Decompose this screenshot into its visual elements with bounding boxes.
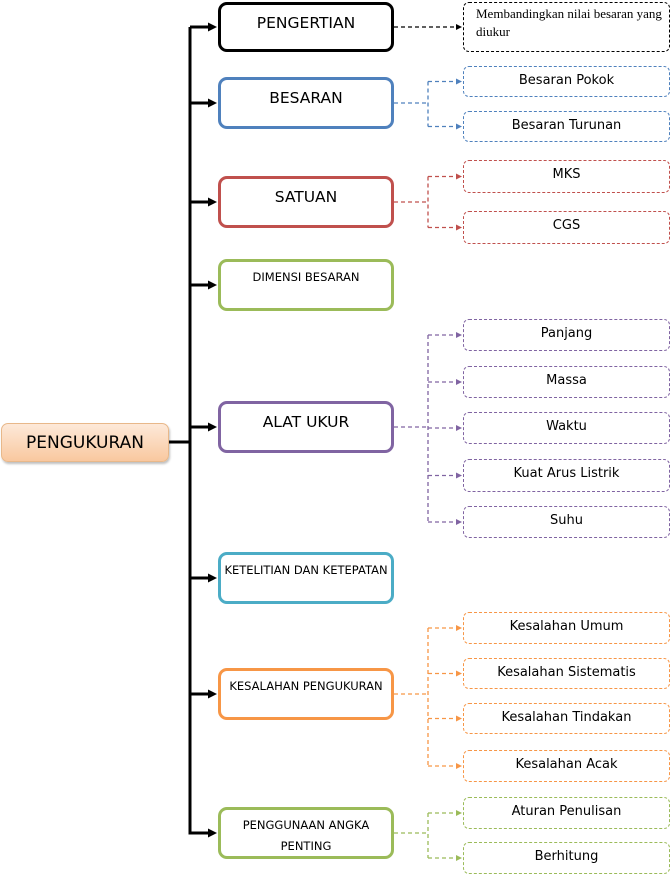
branch-node-satuan[interactable]: SATUAN: [218, 176, 394, 228]
leaf-node[interactable]: MKS: [463, 160, 670, 193]
branch-node-ketelitian[interactable]: KETELITIAN DAN KETEPATAN: [218, 552, 394, 604]
leaf-arrow-head: [456, 810, 462, 816]
leaf-label: Suhu: [550, 513, 583, 528]
leaf-arrow-head: [456, 173, 462, 180]
branch-node-alat-ukur[interactable]: ALAT UKUR: [218, 401, 394, 453]
leaf-arrow-head: [456, 24, 462, 30]
arrow-head: [208, 197, 217, 207]
arrow-head: [208, 422, 217, 432]
leaf-label: Besaran Turunan: [511, 118, 622, 133]
leaf-arrow-head: [456, 123, 462, 130]
leaf-label: Kuat Arus Listrik: [513, 466, 620, 481]
leaf-label: Kesalahan Umum: [509, 619, 624, 634]
leaf-arrow-head: [456, 78, 462, 85]
leaf-label: Membandingkan nilai besaran yang diukur: [476, 6, 662, 39]
arrow-head: [208, 22, 217, 32]
leaf-node[interactable]: Aturan Penulisan: [463, 797, 670, 829]
leaf-label: MKS: [552, 167, 581, 182]
leaf-label: Panjang: [540, 326, 593, 341]
branch-label: SATUAN: [274, 188, 338, 206]
root-label: PENGUKURAN: [26, 432, 144, 453]
branch-node-angka-penting[interactable]: PENGGUNAAN ANGKA PENTING: [218, 807, 394, 859]
arrow-head: [208, 689, 217, 699]
leaf-node[interactable]: Waktu: [463, 412, 670, 444]
branch-label: ALAT UKUR: [262, 413, 350, 431]
leaf-label: Aturan Penulisan: [511, 804, 622, 819]
leaf-node[interactable]: Kuat Arus Listrik: [463, 459, 670, 492]
branch-node-dimensi[interactable]: DIMENSI BESARAN: [218, 259, 394, 311]
arrow-head: [208, 280, 217, 290]
leaf-node[interactable]: Kesalahan Acak: [463, 750, 670, 782]
leaf-arrow-head: [456, 332, 462, 338]
leaf-node[interactable]: Kesalahan Sistematis: [463, 658, 670, 689]
leaf-label: Waktu: [546, 419, 587, 434]
leaf-arrow-head: [456, 763, 462, 769]
branch-label: DIMENSI BESARAN: [252, 270, 360, 284]
leaf-arrow-head: [456, 425, 462, 431]
leaf-label: Kesalahan Sistematis: [497, 665, 636, 680]
branch-label: KETELITIAN DAN KETEPATAN: [224, 563, 388, 577]
leaf-node[interactable]: Besaran Pokok: [463, 66, 670, 97]
leaf-label: CGS: [552, 218, 581, 233]
branch-node-besaran[interactable]: BESARAN: [218, 77, 394, 129]
leaf-arrow-head: [456, 472, 462, 479]
branch-label: PENGGUNAAN ANGKA PENTING: [242, 818, 370, 853]
leaf-arrow-head: [456, 670, 462, 677]
leaf-label: Massa: [546, 373, 587, 388]
leaf-node[interactable]: Berhitung: [463, 842, 670, 874]
leaf-node[interactable]: Suhu: [463, 506, 670, 538]
leaf-arrow-head: [456, 855, 462, 861]
leaf-label: Kesalahan Tindakan: [501, 710, 632, 725]
branch-node-kesalahan[interactable]: KESALAHAN PENGUKURAN: [218, 668, 394, 720]
leaf-label: Kesalahan Acak: [515, 757, 618, 772]
leaf-arrow-head: [456, 625, 462, 631]
leaf-node[interactable]: Besaran Turunan: [463, 111, 670, 142]
arrow-head: [208, 573, 217, 583]
branch-label: PENGERTIAN: [256, 14, 356, 32]
leaf-arrow-head: [456, 519, 462, 525]
branch-node-pengertian[interactable]: PENGERTIAN: [218, 2, 394, 52]
leaf-node[interactable]: Kesalahan Tindakan: [463, 703, 670, 734]
leaf-node[interactable]: Massa: [463, 366, 670, 398]
leaf-arrow-head: [456, 379, 462, 385]
leaf-node[interactable]: Membandingkan nilai besaran yang diukur: [463, 2, 670, 52]
leaf-arrow-head: [456, 224, 462, 231]
leaf-node[interactable]: Kesalahan Umum: [463, 612, 670, 644]
arrow-head: [208, 98, 217, 108]
root-node-pengukuran[interactable]: PENGUKURAN: [1, 423, 169, 462]
leaf-node[interactable]: Panjang: [463, 319, 670, 351]
arrow-head: [208, 828, 217, 838]
branch-label: BESARAN: [269, 89, 343, 107]
leaf-arrow-head: [456, 715, 462, 722]
branch-label: KESALAHAN PENGUKURAN: [229, 679, 383, 693]
leaf-label: Berhitung: [534, 849, 599, 864]
leaf-node[interactable]: CGS: [463, 211, 670, 244]
leaf-label: Besaran Pokok: [518, 73, 615, 88]
